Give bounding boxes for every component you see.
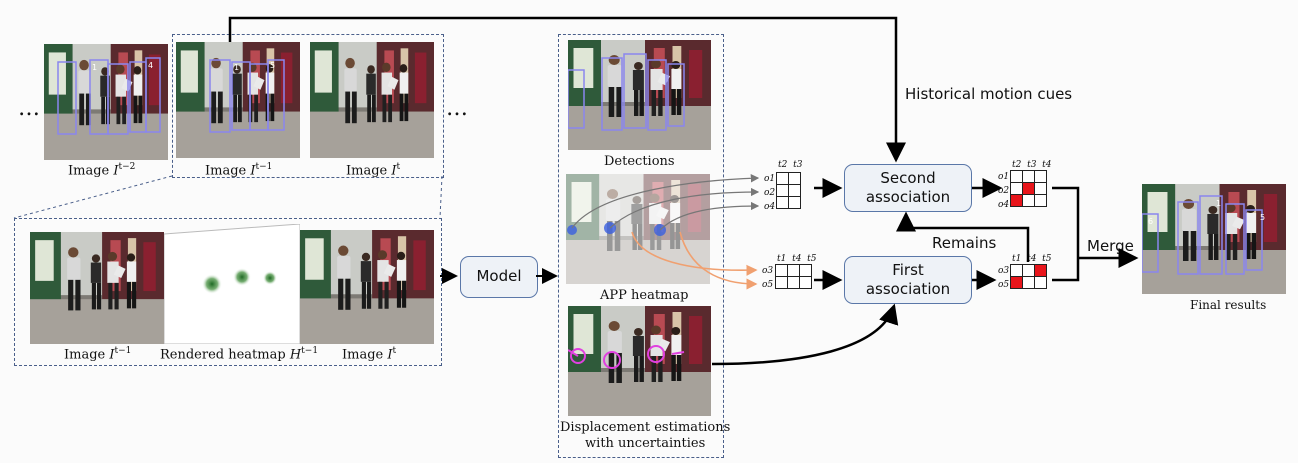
model-input-box [14,218,442,366]
matrix-first-in-rows: o3 o5 [762,266,774,290]
detections-image [568,40,711,150]
matrix-second-out [1010,170,1047,207]
label-final-results: Final results [1190,298,1267,312]
displacement-image [568,306,711,416]
ellipsis-left: … [18,96,41,121]
matrix-second-out-cols: t2 t3 t4 [1012,160,1052,170]
label-remains: Remains [932,234,997,252]
label-detections: Detections [604,154,675,169]
matrix-second-in-rows: o1 o2 o4 [764,174,776,212]
model-node: Model [460,256,538,298]
label-displacement: Displacement estimations with uncertaint… [560,420,731,451]
rendered-heatmap [164,224,300,344]
matrix-first-out-cols: t1 t4 t5 [1012,254,1052,264]
label-image-t: Image It [346,162,401,179]
label-input-image-t: Image It [342,346,397,363]
label-image-t-minus-2: Image It−2 [68,162,136,179]
matrix-first-out-rows: o3 o5 [998,266,1010,290]
svg-text:6: 6 [1148,217,1153,226]
label-merge: Merge [1087,237,1134,255]
svg-text:1: 1 [92,63,97,72]
frame-image-t [310,42,434,158]
matrix-second-in [776,172,801,209]
frame-image-t-minus-2: 1 4 [44,44,168,160]
matrix-second-out-rows: o1 o2 o4 [998,172,1010,210]
label-historical-motion-cues: Historical motion cues [905,85,1073,103]
matrix-first-in-cols: t1 t4 t5 [777,254,817,264]
svg-text:1: 1 [234,63,239,72]
label-app-heatmap: APP heatmap [600,288,689,303]
matrix-second-in-cols: t2 t3 [778,160,803,170]
label-rendered-heatmap: Rendered heatmap Ht−1 [160,346,319,363]
svg-text:1: 1 [1216,199,1221,208]
matrix-first-in [775,264,812,289]
label-input-image-t-minus-1: Image It−1 [64,346,132,363]
svg-text:5: 5 [1260,213,1265,222]
svg-text:4: 4 [148,61,153,70]
matrix-first-out [1010,264,1047,289]
app-heatmap-image [566,174,710,284]
frame-image-t-minus-1: 1 5 [176,42,300,158]
input-image-t [300,230,434,344]
label-image-t-minus-1: Image It−1 [205,162,273,179]
ellipsis-right: … [446,96,469,121]
input-image-t-minus-1 [30,232,164,344]
svg-text:5: 5 [270,61,275,70]
final-results-image: 6 1 5 [1142,184,1286,294]
